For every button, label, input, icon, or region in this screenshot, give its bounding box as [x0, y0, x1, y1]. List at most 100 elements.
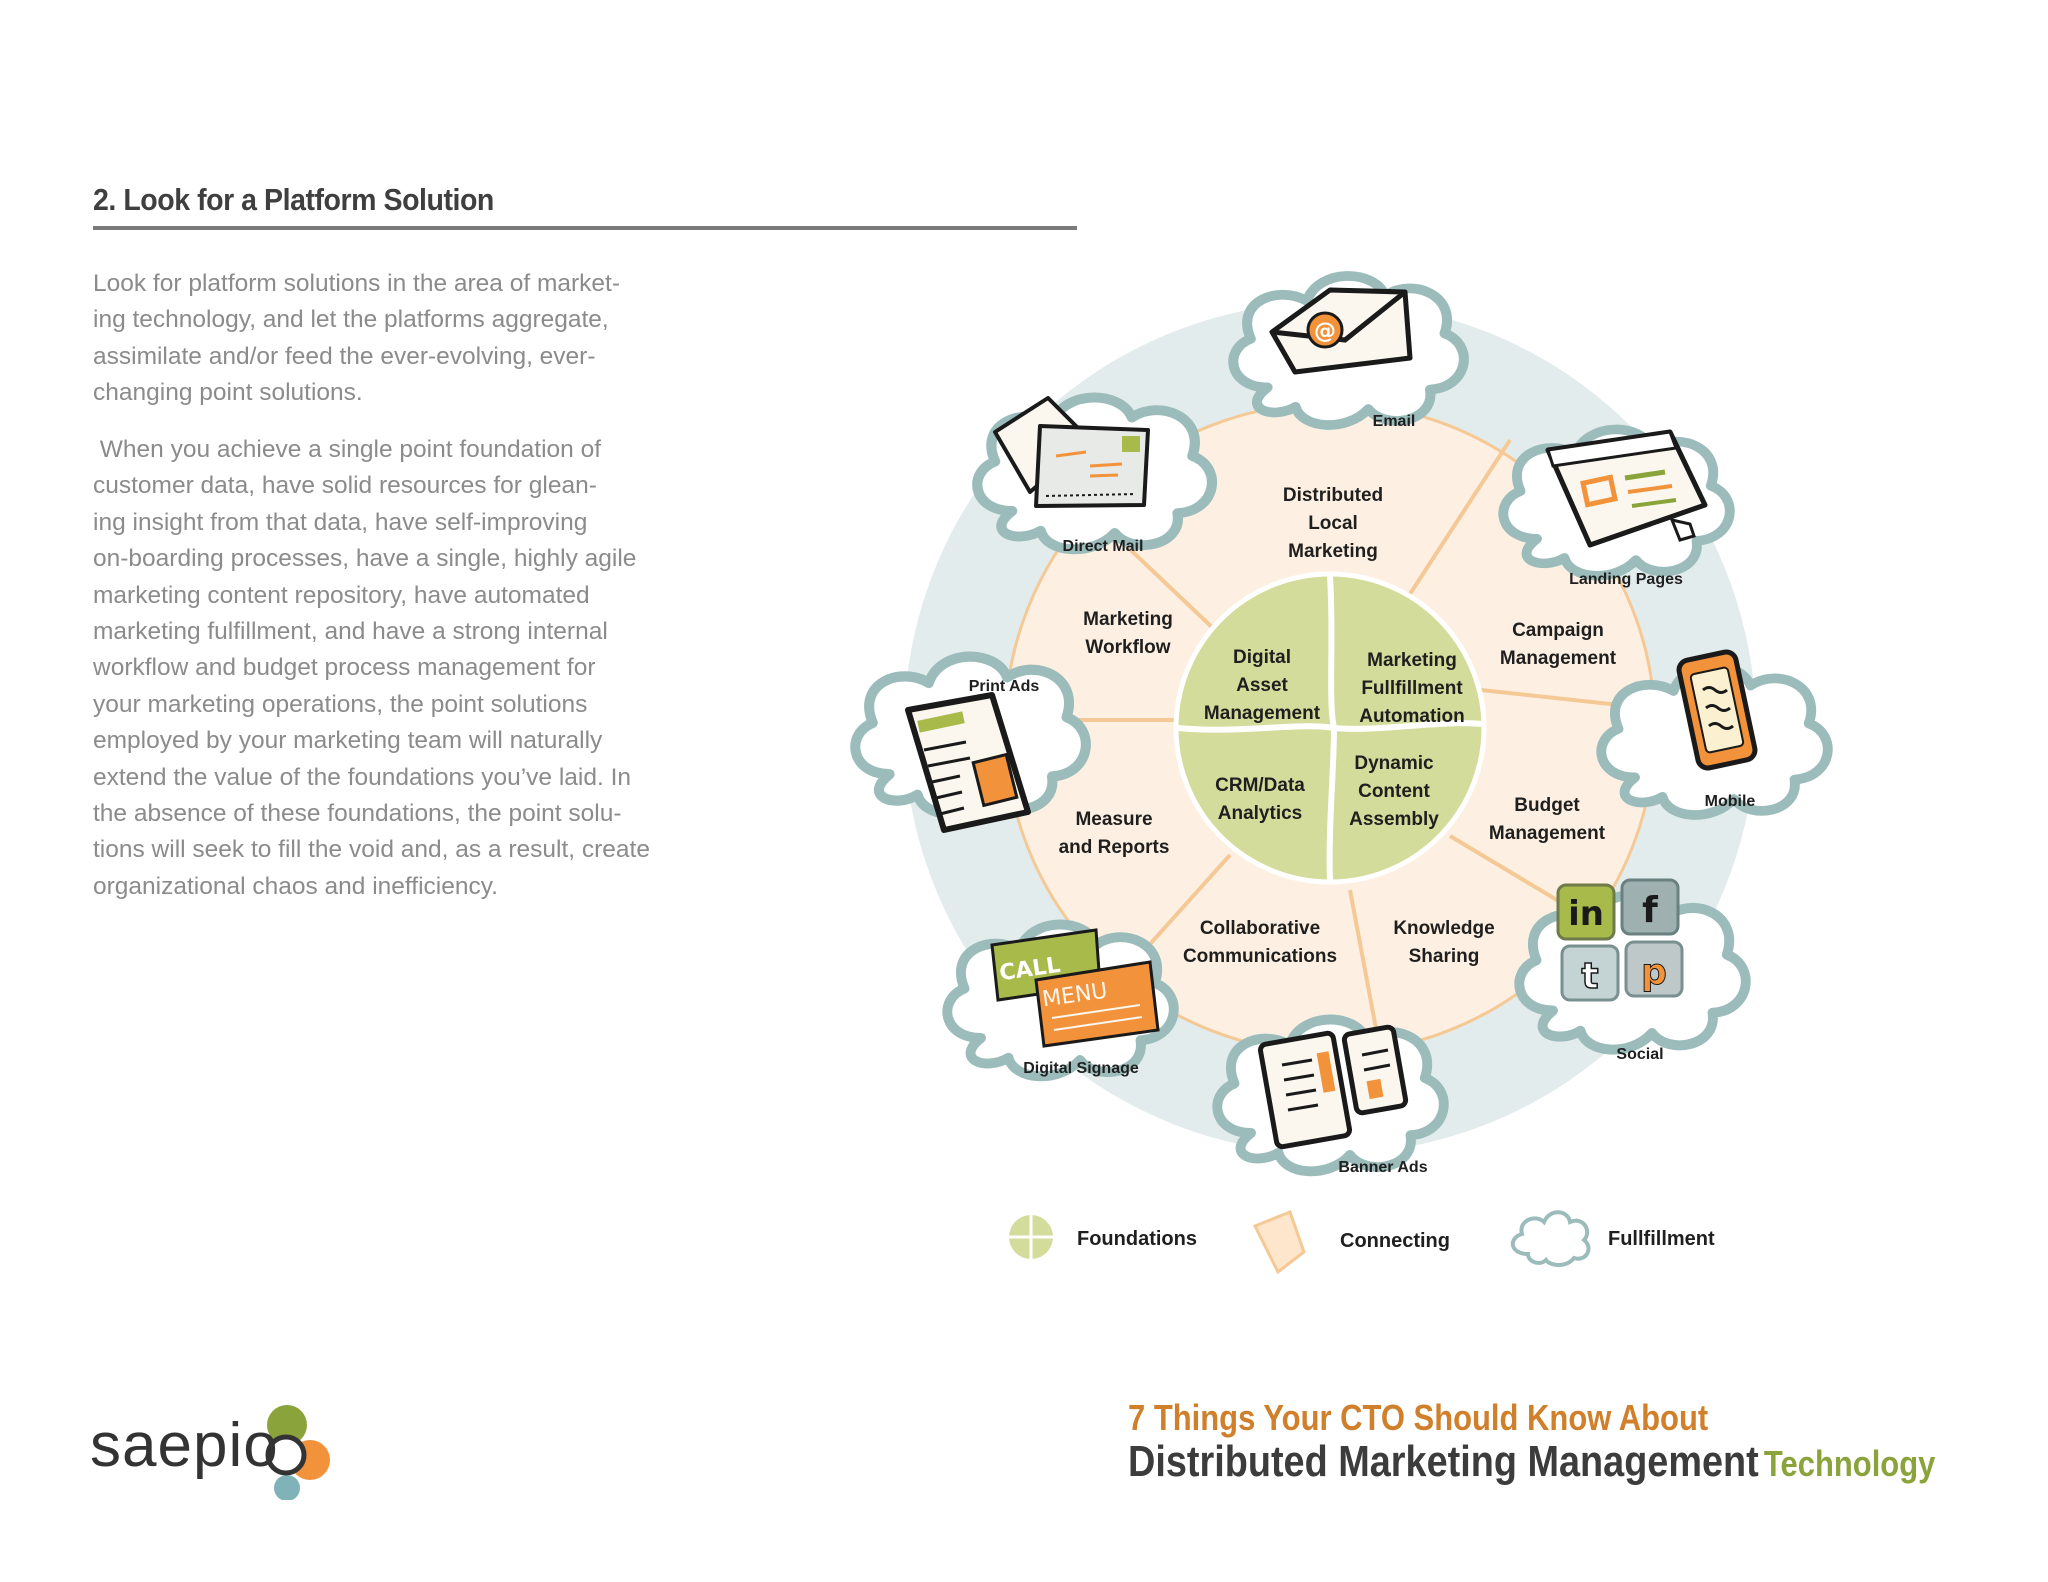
text-line: organizational chaos and inefficiency. — [93, 872, 498, 900]
text-line: your marketing operations, the point sol… — [93, 690, 588, 718]
svg-text:Communications: Communications — [1183, 946, 1337, 967]
svg-text:Measure: Measure — [1075, 809, 1152, 830]
fulfillment-direct-mail: Direct Mail — [977, 398, 1212, 555]
svg-text:Connecting: Connecting — [1340, 1230, 1450, 1252]
foundation-label: CRM/Data Analytics — [1215, 775, 1305, 824]
print-ads-icon — [905, 692, 1031, 833]
mobile-phone-icon — [1676, 649, 1758, 771]
svg-text:Fullfillment: Fullfillment — [1361, 678, 1463, 699]
svg-text:Workflow: Workflow — [1085, 637, 1170, 658]
detail-paragraph: When you achieve a single point foundati… — [93, 432, 733, 905]
connecting-label: Budget Management — [1489, 795, 1606, 844]
legend-connecting: Connecting — [1252, 1210, 1450, 1275]
text-line: When you achieve a single point foundati… — [93, 436, 602, 463]
publication-title-main: Distributed Marketing Management — [1128, 1437, 1759, 1486]
fulfillment-mobile: Mobile — [1601, 649, 1827, 815]
social-media-icon: in f t p — [1556, 878, 1684, 1002]
foundation-label: Dynamic Content Assembly — [1349, 753, 1439, 830]
text-line: tions will seek to fill the void and, as… — [93, 836, 650, 864]
svg-text:Digital: Digital — [1233, 647, 1291, 668]
svg-text:f: f — [1642, 890, 1658, 931]
svg-text:Banner Ads: Banner Ads — [1338, 1159, 1427, 1176]
svg-text:Email: Email — [1373, 413, 1416, 430]
svg-text:Foundations: Foundations — [1077, 1228, 1197, 1250]
fulfillment-email: @ Email — [1233, 276, 1464, 430]
svg-text:Mobile: Mobile — [1705, 793, 1756, 810]
text-line: marketing fulfillment, and have a strong… — [93, 618, 608, 646]
svg-text:Print Ads: Print Ads — [969, 678, 1040, 695]
connecting-label: Knowledge Sharing — [1393, 918, 1494, 967]
fulfillment-landing-pages: Landing Pages — [1503, 429, 1729, 588]
text-line: ing insight from that data, have self-im… — [93, 508, 588, 536]
text-line: the absence of these foundations, the po… — [93, 800, 622, 828]
text-line: changing point solutions. — [93, 379, 363, 407]
publication-subtitle: 7 Things Your CTO Should Know About — [1128, 1397, 1709, 1438]
svg-text:CRM/Data: CRM/Data — [1215, 775, 1305, 796]
svg-text:Budget: Budget — [1514, 795, 1580, 816]
text-line: Look for platform solutions in the area … — [93, 270, 621, 297]
svg-text:Management: Management — [1489, 823, 1606, 844]
connecting-swatch — [1252, 1210, 1306, 1275]
text-line: ing technology, and let the platforms ag… — [93, 306, 609, 334]
direct-mail-icon — [993, 396, 1150, 508]
foundation-label: Marketing Fullfillment Automation — [1359, 650, 1465, 727]
svg-text:Dynamic: Dynamic — [1354, 753, 1434, 774]
text-line: customer data, have solid resources for … — [93, 472, 597, 500]
landing-page-icon — [1545, 429, 1708, 548]
text-line: marketing content repository, have autom… — [93, 581, 590, 609]
svg-text:Asset: Asset — [1236, 675, 1288, 696]
logo-text: saepio — [90, 1411, 279, 1480]
logo-mark — [265, 1405, 330, 1500]
banner-ads-icon — [1257, 1024, 1409, 1150]
connecting-label: Distributed Local Marketing — [1283, 485, 1383, 562]
svg-text:and Reports: and Reports — [1059, 837, 1170, 858]
svg-text:Management: Management — [1204, 703, 1321, 724]
svg-text:Fullfillment: Fullfillment — [1608, 1228, 1715, 1250]
section-rule — [93, 226, 1077, 230]
svg-text:Assembly: Assembly — [1349, 809, 1439, 830]
publication-title-accent: Technology — [1763, 1443, 1936, 1484]
intro-paragraph: Look for platform solutions in the area … — [93, 266, 733, 412]
text-line: assimilate and/or feed the ever-evolving… — [93, 342, 596, 370]
text-line: workflow and budget process management f… — [93, 654, 596, 682]
saepio-logo: saepio — [90, 1390, 340, 1500]
svg-text:Management: Management — [1500, 648, 1617, 669]
svg-text:Distributed: Distributed — [1283, 485, 1383, 506]
svg-text:Knowledge: Knowledge — [1393, 918, 1494, 939]
svg-text:Direct Mail: Direct Mail — [1063, 538, 1144, 555]
svg-text:Automation: Automation — [1359, 706, 1465, 727]
svg-text:Marketing: Marketing — [1367, 650, 1457, 671]
svg-text:Local: Local — [1308, 513, 1358, 534]
svg-text:t: t — [1581, 956, 1598, 997]
svg-text:Landing Pages: Landing Pages — [1569, 571, 1683, 588]
connecting-label: Campaign Management — [1500, 620, 1617, 669]
connecting-label: Measure and Reports — [1059, 809, 1170, 858]
svg-text:p: p — [1641, 952, 1667, 993]
svg-text:Social: Social — [1616, 1046, 1663, 1063]
text-line: extend the value of the foundations you’… — [93, 763, 632, 791]
fulfillment-digital-signage: CALL MENU Digital Signage — [947, 925, 1173, 1077]
fulfillment-banner-ads: Banner Ads — [1217, 1020, 1443, 1176]
fulfillment-swatch — [1511, 1210, 1591, 1267]
digital-signage-icon: CALL MENU — [990, 928, 1160, 1048]
text-line: on-boarding processes, have a single, hi… — [93, 545, 637, 573]
legend: Foundations Connecting Fullfillment — [1009, 1210, 1715, 1275]
svg-text:@: @ — [1314, 319, 1336, 344]
connecting-label: Collaborative Communications — [1183, 918, 1337, 967]
svg-text:Collaborative: Collaborative — [1200, 918, 1320, 939]
svg-text:Sharing: Sharing — [1409, 946, 1480, 967]
svg-text:Digital Signage: Digital Signage — [1023, 1060, 1139, 1077]
svg-text:Analytics: Analytics — [1218, 803, 1302, 824]
legend-fulfillment: Fullfillment — [1511, 1210, 1715, 1267]
email-icon: @ — [1269, 287, 1413, 375]
fulfillment-print-ads: Print Ads — [855, 657, 1086, 833]
svg-text:in: in — [1568, 894, 1604, 934]
fulfillment-social: in f t p Social — [1519, 878, 1745, 1063]
svg-text:Marketing: Marketing — [1083, 609, 1173, 630]
svg-text:Content: Content — [1358, 781, 1430, 802]
legend-foundations: Foundations — [1009, 1215, 1197, 1259]
section-heading: 2. Look for a Platform Solution — [93, 182, 494, 217]
